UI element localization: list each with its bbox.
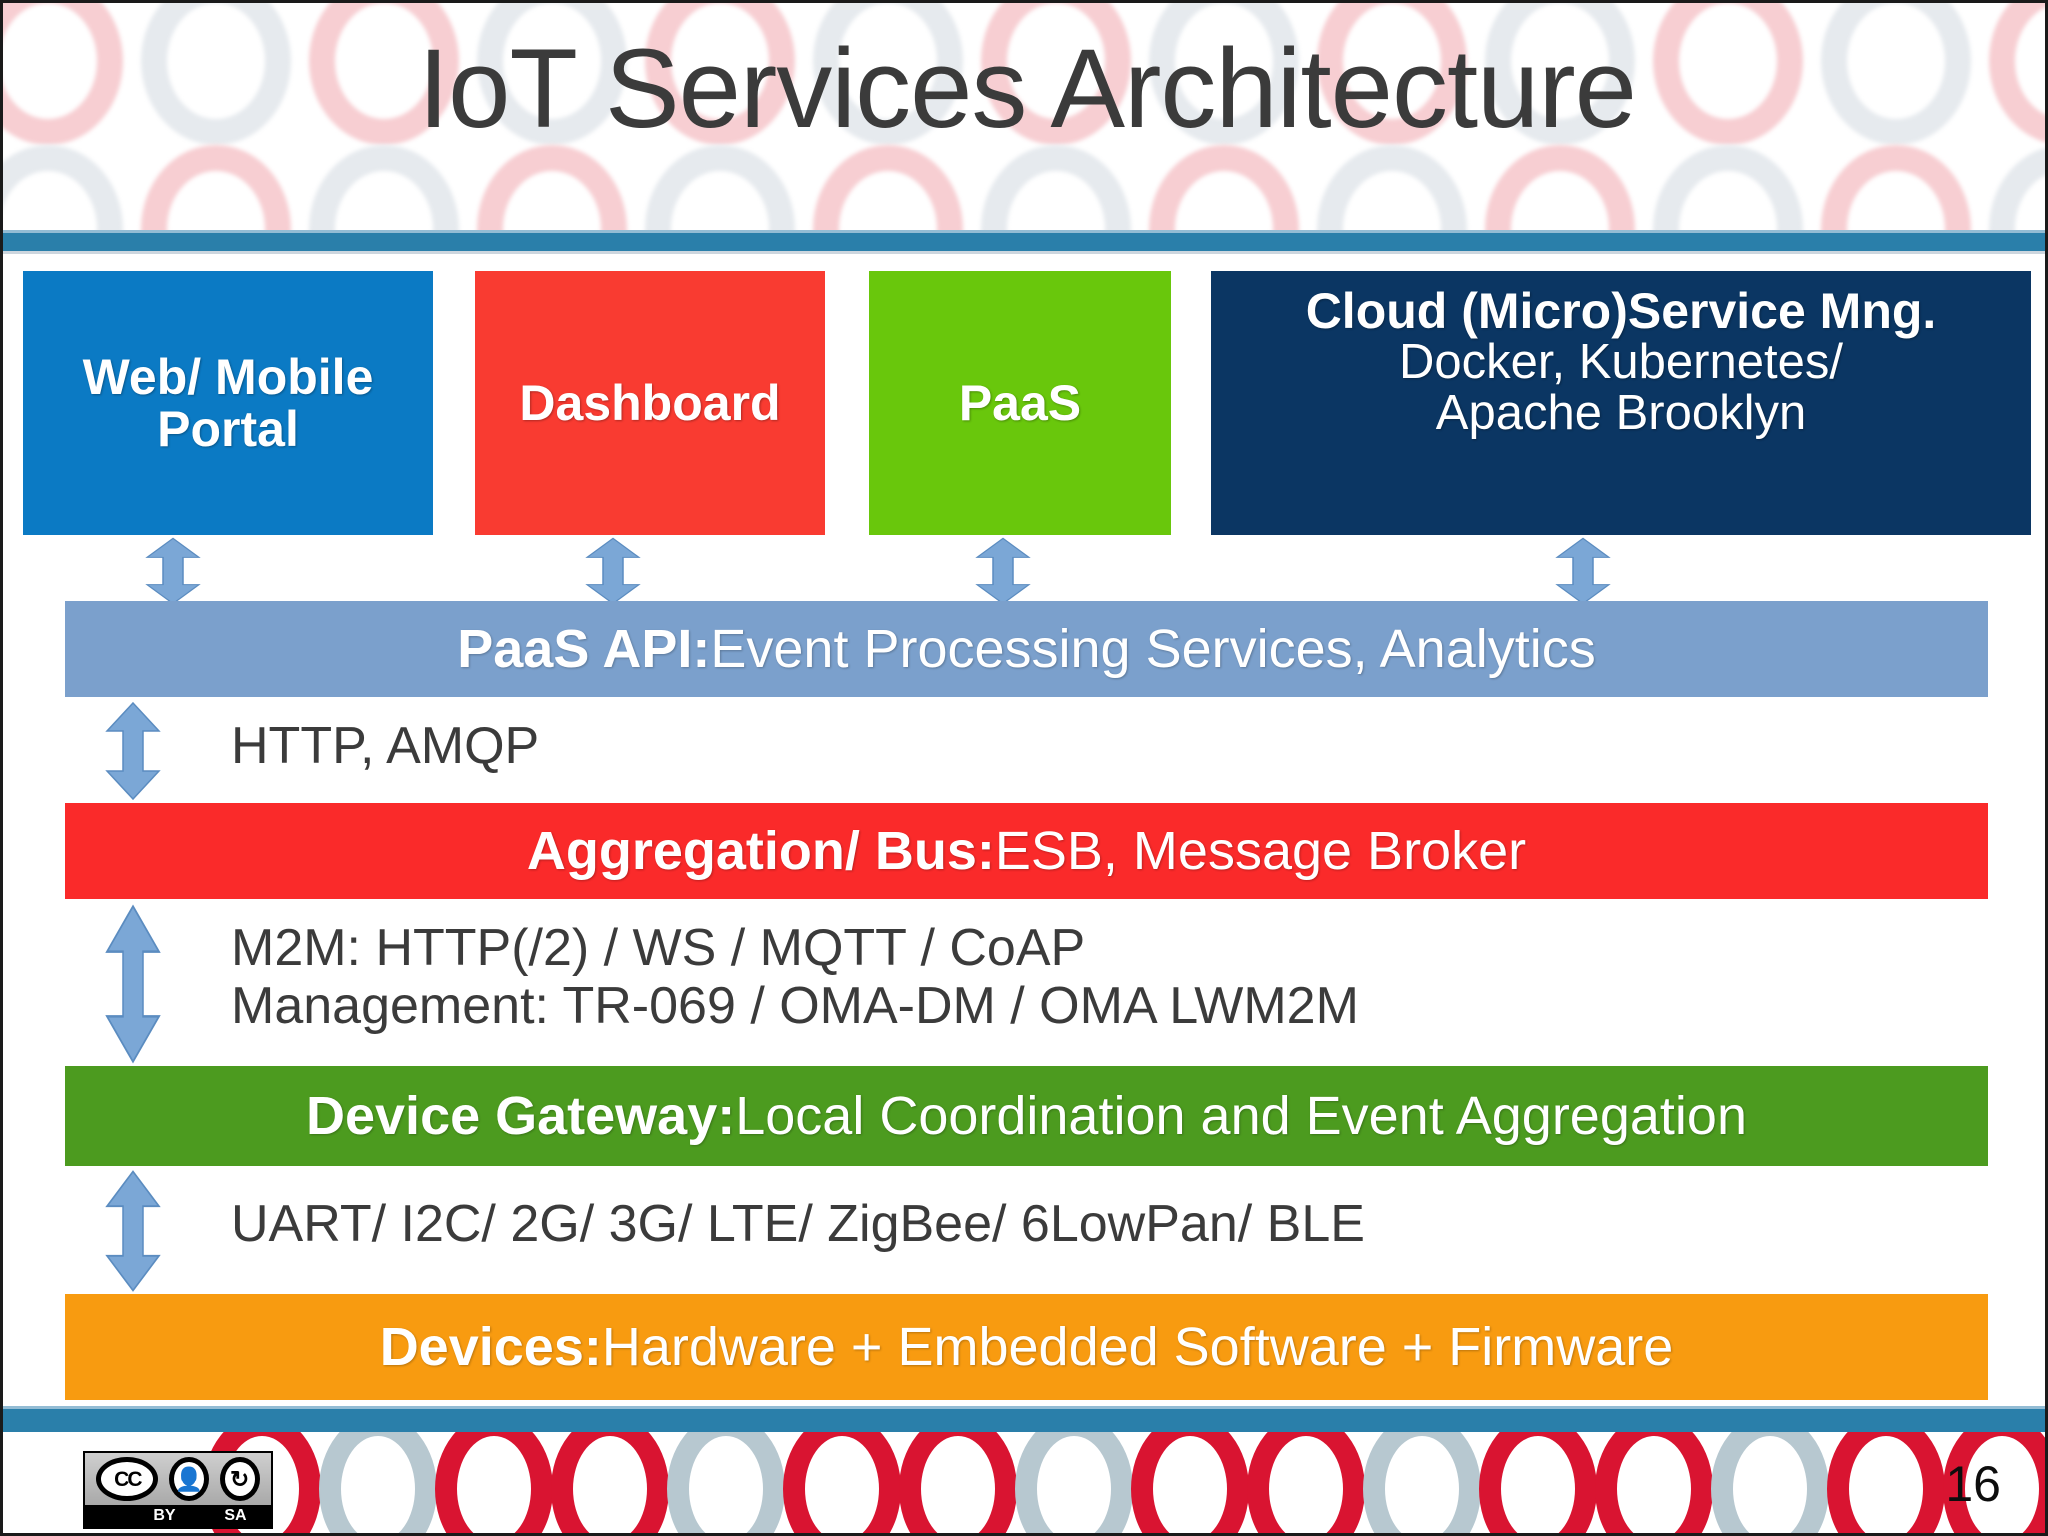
protocol-label-http-amqp: HTTP, AMQP [231,717,540,775]
arrow-cloud-to-paas-api [1555,537,1611,605]
decorative-ring [1015,1432,1133,1533]
decorative-ring [981,145,1131,231]
decorative-ring [813,145,963,231]
service-box-cloud-line2: Docker, Kubernetes/ [1399,335,1843,389]
arrow-portal-to-paas-api [145,537,201,605]
layer-bar-paas-api[interactable]: PaaS API: Event Processing Services, Ana… [65,601,1988,697]
arrow-paas-to-paas-api [975,537,1031,605]
slide-footer [3,1432,2045,1533]
service-box-web-mobile-portal[interactable]: Web/ Mobile Portal [23,271,433,535]
decorative-ring [477,145,627,231]
cc-badge-icons: CC 👤 ↻ [85,1453,271,1505]
creative-commons-icon: CC [96,1457,159,1501]
decorative-ring [1653,145,1803,231]
decorative-ring [3,145,123,231]
decorative-ring [551,1432,669,1533]
protocol-label-uart: UART/ I2C/ 2G/ 3G/ LTE/ ZigBee/ 6LowPan/… [231,1195,1365,1253]
layer-bar-aggregation-bus[interactable]: Aggregation/ Bus: ESB, Message Broker [65,803,1988,899]
decorative-ring [1247,1432,1365,1533]
layer-bar-aggregation-rest: ESB, Message Broker [994,821,1527,881]
service-box-dashboard-label: Dashboard [519,375,781,431]
layer-bar-devices[interactable]: Devices: Hardware + Embedded Software + … [65,1294,1988,1400]
footer-ring-pattern [203,1432,2045,1533]
header-ring-pattern [3,3,2045,231]
decorative-ring [1485,145,1635,231]
decorative-ring [1149,145,1299,231]
creative-commons-license-badge[interactable]: CC 👤 ↻ BY SA [83,1451,273,1529]
decorative-ring [1363,1432,1481,1533]
service-box-paas[interactable]: PaaS [869,271,1171,535]
decorative-ring [783,1432,901,1533]
decorative-ring [1317,145,1467,231]
decorative-ring [1131,1432,1249,1533]
service-box-paas-label: PaaS [958,375,1082,431]
decorative-ring [1711,1432,1829,1533]
arrow-aggregation-to-gateway [105,903,161,1065]
layer-bar-gateway-rest: Local Coordination and Event Aggregation [735,1086,1747,1146]
decorative-ring [1821,145,1971,231]
decorative-ring [309,145,459,231]
protocol-label-m2m-management: M2M: HTTP(/2) / WS / MQTT / CoAP Managem… [231,919,1359,1035]
layer-bar-aggregation-bold: Aggregation/ Bus: [526,821,995,881]
decorative-ring [645,145,795,231]
arrow-paas-api-to-aggregation [105,701,161,801]
service-box-dashboard[interactable]: Dashboard [475,271,825,535]
service-box-cloud-microservice-mng[interactable]: Cloud (Micro)Service Mng. Docker, Kubern… [1211,271,2031,535]
slide-header: IoT Services Architecture [3,3,2045,231]
cc-by-label: BY [153,1507,176,1524]
service-box-portal-line2: Portal [157,401,299,457]
cc-badge-labels: BY SA [85,1505,271,1527]
layer-bar-gateway-bold: Device Gateway: [306,1086,736,1146]
page-title: IoT Services Architecture [418,26,1637,151]
decorative-ring [899,1432,1017,1533]
cc-sa-label: SA [224,1507,247,1524]
layer-bar-paas-api-bold: PaaS API: [457,619,711,679]
decorative-ring [435,1432,553,1533]
decorative-ring [1989,145,2045,231]
page-number: 16 [1945,1456,2001,1512]
decorative-ring [319,1432,437,1533]
header-divider-bar [3,230,2045,254]
service-box-cloud-line1: Cloud (Micro)Service Mng. [1305,283,1937,339]
decorative-ring [1943,1432,2045,1533]
arrow-gateway-to-devices [105,1169,161,1293]
layer-bar-device-gateway[interactable]: Device Gateway: Local Coordination and E… [65,1066,1988,1166]
service-box-cloud-line3: Apache Brooklyn [1435,385,1807,440]
layer-bar-paas-api-rest: Event Processing Services, Analytics [710,619,1596,679]
decorative-ring [141,145,291,231]
decorative-ring [1595,1432,1713,1533]
decorative-ring [667,1432,785,1533]
attribution-person-icon: 👤 [168,1457,209,1501]
share-alike-icon: ↻ [219,1457,260,1501]
service-box-portal-line1: Web/ Mobile [82,349,374,405]
arrow-dashboard-to-paas-api [585,537,641,605]
decorative-ring [1827,1432,1945,1533]
decorative-ring [1479,1432,1597,1533]
protocol-label-m2m-line1: M2M: HTTP(/2) / WS / MQTT / CoAP [231,919,1086,977]
protocol-label-m2m-line2: Management: TR-069 / OMA-DM / OMA LWM2M [231,977,1359,1036]
layer-bar-devices-rest: Hardware + Embedded Software + Firmware [601,1317,1674,1377]
footer-divider-bar [3,1406,2045,1432]
layer-bar-devices-bold: Devices: [379,1317,602,1377]
